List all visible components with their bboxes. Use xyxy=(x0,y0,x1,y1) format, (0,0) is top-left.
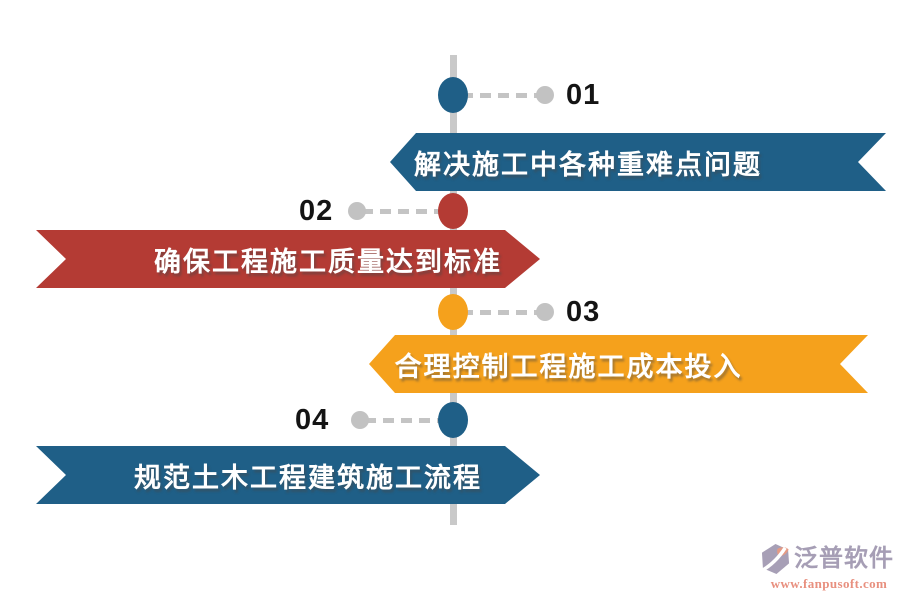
connector-dashed-line-03 xyxy=(462,310,540,315)
step-number-04: 04 xyxy=(295,404,330,436)
connector-dashed-line-04 xyxy=(365,418,442,423)
timeline-node-02 xyxy=(438,193,468,229)
step-number-02: 02 xyxy=(299,195,334,227)
brand-watermark: 泛普软件 www.fanpusoft.com xyxy=(760,543,898,592)
connector-dot-04 xyxy=(351,411,369,429)
banner-label-step-01: 解决施工中各种重难点问题 xyxy=(414,149,762,180)
brand-name: 泛普软件 xyxy=(794,544,894,572)
timeline-node-03 xyxy=(438,294,468,330)
brand-logo-icon xyxy=(760,543,791,575)
step-number-03: 03 xyxy=(566,296,601,328)
connector-dot-02 xyxy=(348,202,366,220)
banner-ribbon-step-03: 合理控制工程施工成本投入 xyxy=(369,335,868,393)
connector-dot-03 xyxy=(536,303,554,321)
timeline-axis xyxy=(450,55,457,525)
connector-dashed-line-02 xyxy=(362,209,442,214)
banner-label-step-02: 确保工程施工质量达到标准 xyxy=(154,246,502,277)
banner-label-step-04: 规范土木工程建筑施工流程 xyxy=(134,462,482,493)
banner-label-step-03: 合理控制工程施工成本投入 xyxy=(394,351,743,382)
banner-ribbon-step-02: 确保工程施工质量达到标准 xyxy=(36,230,540,288)
connector-dashed-line-01 xyxy=(462,93,540,98)
connector-dot-01 xyxy=(536,86,554,104)
banner-ribbon-step-04: 规范土木工程建筑施工流程 xyxy=(36,446,540,504)
brand-url: www.fanpusoft.com xyxy=(770,576,888,591)
timeline-node-04 xyxy=(438,402,468,438)
step-number-01: 01 xyxy=(566,79,601,111)
timeline-node-01 xyxy=(438,77,468,113)
banner-ribbon-step-01: 解决施工中各种重难点问题 xyxy=(390,133,886,191)
